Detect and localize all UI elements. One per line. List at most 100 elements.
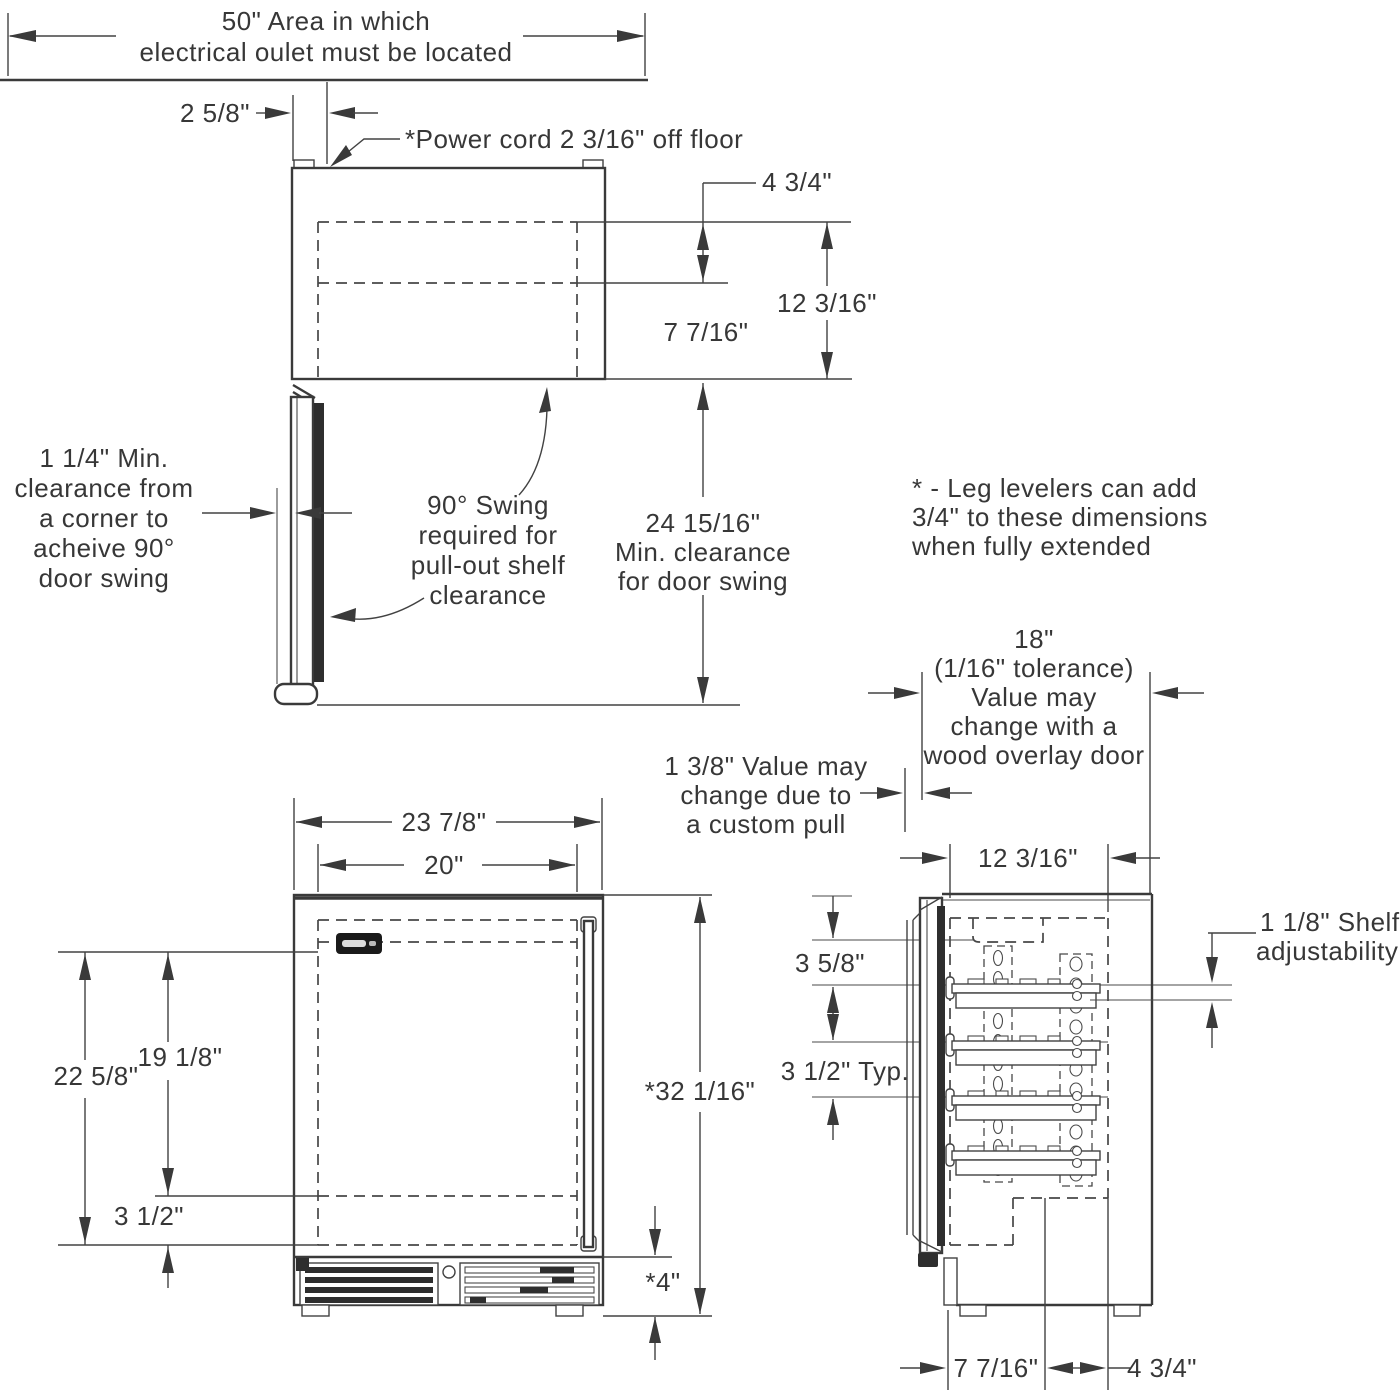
bracket-roller [1071, 1047, 1083, 1059]
handle-bar [582, 919, 595, 1249]
door-gasket [937, 906, 945, 1246]
shelf-adjustability-label-line1: 1 1/8" Shelf [1260, 907, 1400, 937]
shelf-rail-2 [945, 1033, 1101, 1066]
foot [1113, 1304, 1141, 1317]
tolerance-line1: 18" [1014, 624, 1054, 654]
corner-note-line4: acheive 90° [33, 533, 175, 563]
track-slot [992, 1012, 1004, 1030]
vent-slat [305, 1297, 433, 1303]
dim-32-1-16-label: *32 1/16" [645, 1076, 756, 1106]
swing-note-line2: required for [419, 520, 558, 550]
door-panel-edge [289, 395, 315, 690]
arrowhead-icon [697, 677, 709, 703]
swing-note-line3: pull-out shelf [411, 550, 566, 580]
arrowhead-icon [8, 30, 36, 42]
swing-note-line4: clearance [429, 580, 546, 610]
pull-note-line3: a custom pull [686, 809, 846, 839]
dim-19-1-8-label: 19 1/8" [137, 1042, 222, 1072]
arrowhead-icon [821, 352, 833, 378]
door-handle-edge [273, 682, 319, 706]
bracket-roller [1071, 1145, 1083, 1157]
swing-note-line1: 90° Swing [427, 490, 549, 520]
label-background [106, 1203, 192, 1231]
tolerance-line2: (1/16" tolerance) [934, 653, 1134, 683]
arrowhead-icon [162, 954, 174, 980]
power-cord-label: *Power cord 2 3/16" off floor [405, 124, 743, 154]
dim-3-1-2-typ-label: 3 1/2" Typ. [781, 1056, 909, 1086]
track-slot [1069, 1124, 1083, 1140]
open-door-top-view [202, 395, 740, 706]
arrowhead-icon [329, 107, 355, 119]
door-bevels [919, 896, 943, 1253]
side-view-bottom-dimensions: 7 7/16" 4 3/4" [900, 1198, 1197, 1390]
arrowhead-icon [296, 816, 322, 828]
dim-7-7-16-bottom-label: 7 7/16" [953, 1353, 1038, 1383]
vent-slat [464, 1266, 595, 1274]
arrowhead-icon [295, 507, 321, 519]
cord-offset-dimension: 2 5/8" [180, 82, 378, 164]
arrowhead-icon [922, 852, 948, 864]
track-slot [1069, 956, 1083, 972]
brand-badge [336, 933, 382, 954]
shelf-spacing-dimensions: 3 5/8" 3 1/2" Typ. [781, 895, 909, 1140]
vent-slat [464, 1296, 595, 1304]
dim-23-7-8-label: 23 7/8" [401, 807, 486, 837]
arrowhead-icon [821, 223, 833, 249]
vent-slat [305, 1267, 433, 1273]
arrowhead-icon [617, 30, 645, 42]
door-gasket-strip [314, 403, 324, 682]
track-slot [992, 1117, 1004, 1135]
cabinet-body [290, 166, 607, 381]
pull-note-line1: 1 3/8" Value may [664, 751, 867, 781]
door-handle [580, 916, 597, 1252]
leg-note-line1: * - Leg levelers can add [912, 473, 1197, 503]
dim-3-5-8-label: 3 5/8" [795, 948, 865, 978]
arrowhead-icon [162, 1247, 174, 1273]
dim-4-label: *4" [645, 1267, 680, 1297]
arrowhead-icon [320, 859, 346, 871]
arrowhead-icon [827, 987, 839, 1013]
rail-bracket [955, 1049, 1097, 1066]
arrowhead-icon [924, 787, 950, 799]
track-slot [992, 1075, 1004, 1093]
corner-note-line1: 1 1/4" Min. [40, 443, 169, 473]
corner-note-line3: a corner to [39, 503, 169, 533]
dim-3-1-2-label: 3 1/2" [114, 1201, 184, 1231]
arrowhead-icon [920, 1362, 946, 1374]
arrowhead-icon [574, 816, 600, 828]
power-cord-callout: *Power cord 2 3/16" off floor [330, 124, 743, 167]
leg-levelers-note: * - Leg levelers can add 3/4" to these d… [911, 473, 1207, 561]
arrowhead-icon [79, 1217, 91, 1243]
foot [959, 1304, 987, 1317]
logo-mark [342, 940, 366, 947]
vent-grille [296, 1258, 600, 1306]
dim-4-3-4-label: 4 3/4" [762, 167, 832, 197]
vent-slat [305, 1287, 433, 1293]
corner-clearance-note: 1 1/4" Min. clearance from a corner to a… [15, 443, 193, 593]
door-clearance-label-line3: for door swing [618, 566, 788, 596]
door-hinge-bottom [918, 1253, 938, 1267]
door-clearance-label-line2: Min. clearance [615, 537, 791, 567]
outlet-area-dimension: 50" Area in which electrical oulet must … [0, 6, 648, 82]
bracket-roller [1071, 978, 1083, 990]
vent-slat-mark [552, 1277, 574, 1283]
swing-required-note: 90° Swing required for pull-out shelf cl… [330, 387, 565, 622]
arrowhead-icon [649, 1229, 661, 1255]
dim-22-5-8-label: 22 5/8" [53, 1061, 138, 1091]
front-bottom-rail [943, 1257, 958, 1306]
dim-4-3-4-bottom-label: 4 3/4" [1127, 1353, 1197, 1383]
arrowhead-icon [694, 1288, 706, 1314]
arrowhead-icon [694, 897, 706, 923]
logo-mark [369, 941, 376, 946]
shelf-adjustability-label-line2: adjustability [1256, 936, 1398, 966]
vent-slat [464, 1276, 595, 1284]
leader-line [347, 138, 400, 153]
arrowhead-icon [1152, 687, 1178, 699]
arrowhead-icon [1080, 1362, 1106, 1374]
extension-line [317, 844, 578, 892]
tolerance-note: 18" (1/16" tolerance) Value may change w… [923, 624, 1145, 770]
rail-bracket [955, 1159, 1097, 1176]
tolerance-line5: wood overlay door [923, 740, 1145, 770]
arrowhead-icon [877, 787, 903, 799]
